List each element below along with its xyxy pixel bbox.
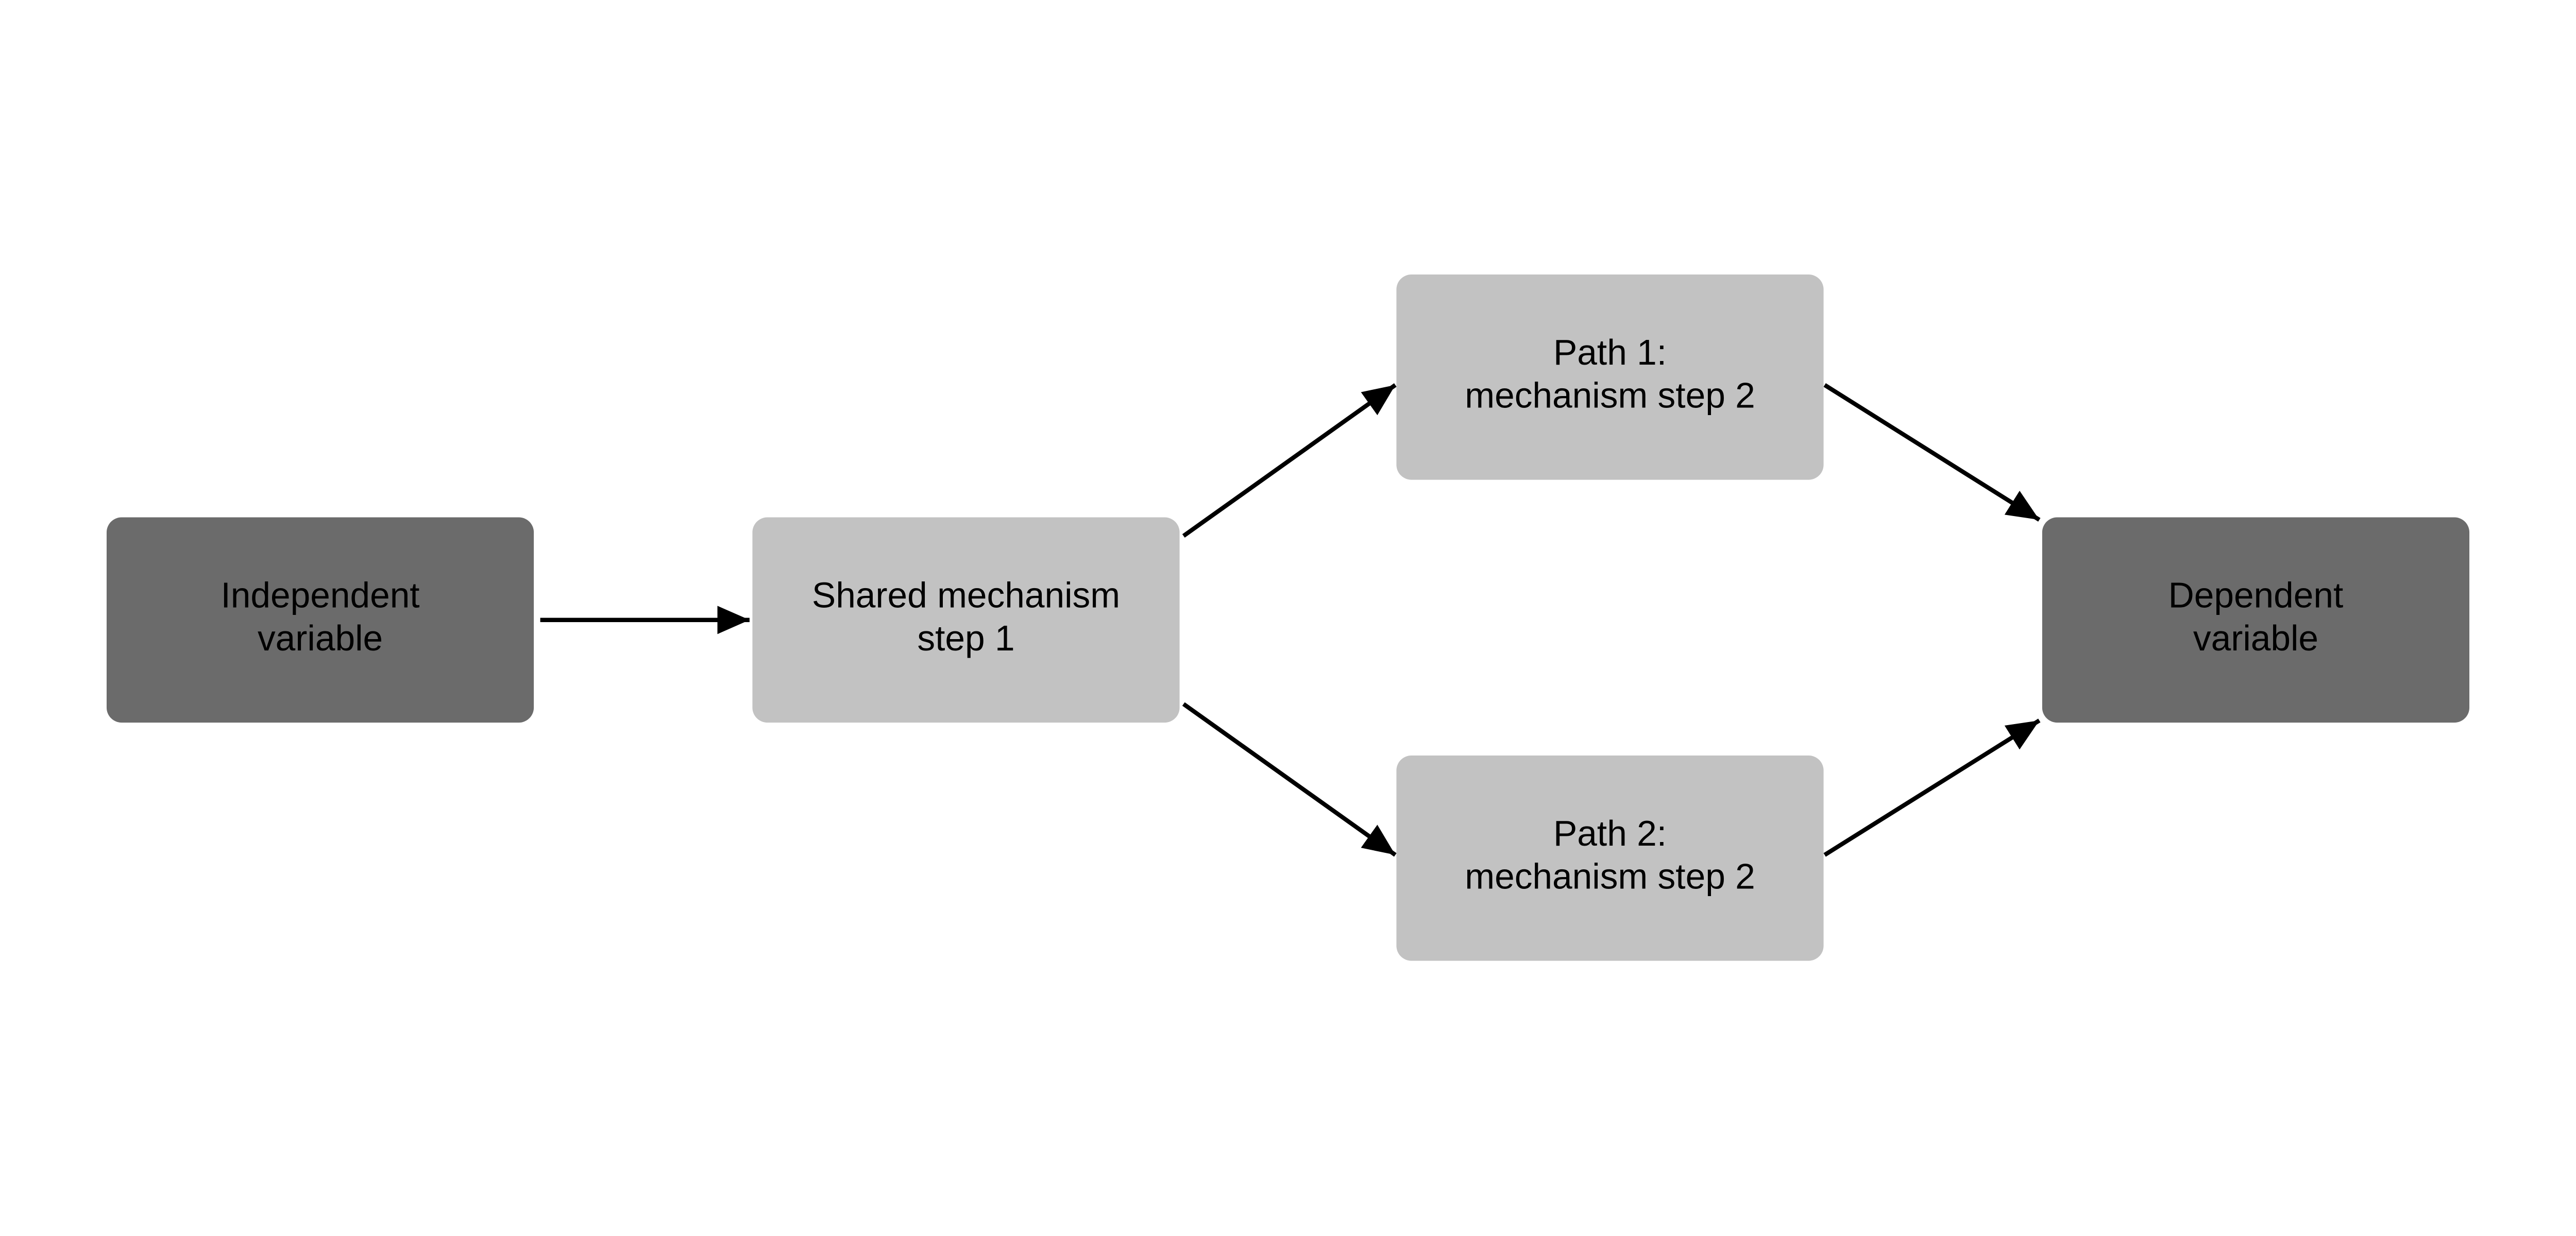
arrow-shared-to-path2 (1182, 702, 1397, 857)
node-box (1396, 755, 1824, 961)
flow-diagram-canvas: Independent variable Shared mechanism st… (106, 274, 2470, 961)
node-label-line2: variable (258, 617, 383, 658)
node-label-line2: variable (2193, 617, 2318, 658)
node-label-line1: Path 2: (1553, 813, 1667, 853)
node-independent-variable: Independent variable (106, 517, 534, 723)
node-shared-mechanism: Shared mechanism step 1 (752, 517, 1180, 723)
node-label-line2: mechanism step 2 (1465, 375, 1755, 415)
node-box (2042, 517, 2470, 723)
node-label-line2: mechanism step 2 (1465, 856, 1755, 896)
node-path-1: Path 1: mechanism step 2 (1396, 274, 1824, 480)
node-dependent-variable: Dependent variable (2042, 517, 2470, 723)
node-label-line2: step 1 (917, 617, 1014, 658)
arrow-path2-to-dependent (1823, 718, 2041, 857)
arrow-path1-to-dependent (1823, 383, 2041, 522)
node-path-2: Path 2: mechanism step 2 (1396, 755, 1824, 961)
node-label-line1: Shared mechanism (812, 575, 1120, 615)
node-box (106, 517, 534, 723)
arrow-shared-to-path1 (1182, 383, 1397, 538)
node-box (1396, 274, 1824, 480)
node-label-line1: Independent (221, 575, 419, 615)
edge-group (540, 383, 2041, 857)
node-label-line1: Path 1: (1553, 332, 1667, 372)
node-box (752, 517, 1180, 723)
node-label-line1: Dependent (2168, 575, 2344, 615)
